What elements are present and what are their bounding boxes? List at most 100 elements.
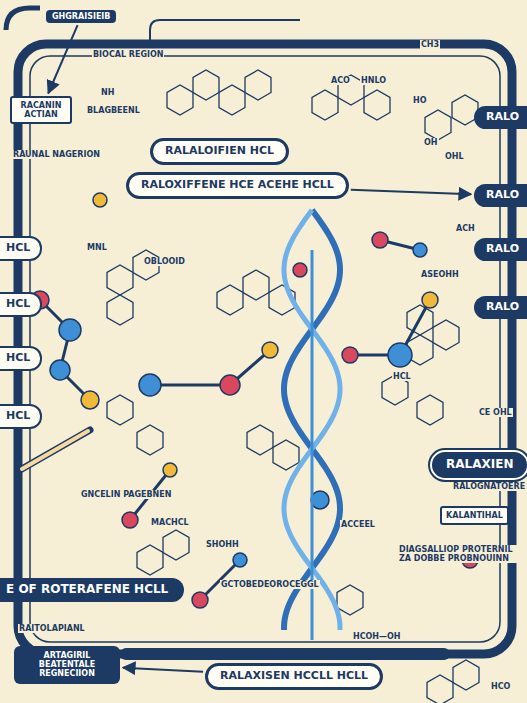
- chem-label: HNLO: [360, 76, 387, 85]
- title-pill: RALALOIFIEN HCL: [150, 138, 289, 165]
- benzene-ring: [137, 545, 163, 575]
- text-box: ARTAGIRIL BEATENTALE REGNECIION: [14, 646, 120, 684]
- node-text: RALO: [486, 111, 519, 124]
- atom: [192, 592, 208, 608]
- chem-label: ASEOHH: [420, 270, 460, 279]
- benzene-ring: [433, 320, 459, 350]
- atom: [93, 193, 107, 207]
- node-text: RALAXISEN HCCLL HCLL: [220, 670, 368, 683]
- node-text: RACANIN ACTIAN: [16, 101, 66, 119]
- text-box: KALANTIHAL: [440, 506, 509, 525]
- node-text: E OF ROTERAFENE HCLL: [6, 583, 168, 597]
- atom: [413, 243, 427, 257]
- chem-label: GCTOBEDEOROCEGGL: [220, 580, 320, 589]
- side-tab: RALO: [474, 296, 527, 319]
- frame-corner: [6, 8, 40, 30]
- chem-label: RAITOLAPIANL: [18, 624, 86, 633]
- node-text: KALANTIHAL: [446, 511, 503, 520]
- chem-label: MACHCL: [150, 518, 190, 527]
- benzene-ring: [167, 85, 193, 115]
- side-tab: HCL: [0, 346, 42, 371]
- chem-label: OHL: [444, 152, 465, 161]
- benzene-ring: [417, 395, 443, 425]
- atom: [81, 391, 99, 409]
- side-tab: RALO: [474, 184, 527, 207]
- side-tab: RALO: [474, 106, 527, 129]
- chem-label: ACCEEL: [340, 520, 376, 529]
- node-text: HCL: [6, 298, 30, 311]
- node-text: RALAXIEN: [446, 458, 513, 472]
- node-text: GHGRAISIEIB: [52, 12, 110, 21]
- chem-label: RAUNAL NAGERION: [12, 150, 101, 159]
- chem-label: NH: [100, 88, 115, 97]
- atom: [139, 374, 161, 396]
- atom: [372, 232, 388, 248]
- atom: [59, 319, 81, 341]
- benzene-ring: [163, 530, 189, 560]
- molecule-rings: [107, 70, 479, 703]
- side-tab: HCL: [0, 404, 42, 429]
- chem-label: GNCELIN PAGEBNEN: [80, 490, 172, 499]
- chem-label: BIOCAL REGION: [92, 50, 164, 59]
- node-text: ARTAGIRIL BEATENTALE REGNECIION: [20, 651, 114, 679]
- chem-label: CE OHL: [478, 408, 513, 417]
- atom: [293, 263, 307, 277]
- atom: [388, 343, 412, 367]
- chem-label: SHOHH: [205, 540, 240, 549]
- benzene-ring: [137, 425, 163, 455]
- side-tab: RALO: [474, 238, 527, 261]
- benzene-ring: [453, 660, 479, 690]
- node-text: HCL: [6, 242, 30, 255]
- title-band: E OF ROTERAFENE HCLL: [0, 578, 184, 602]
- title-pill: RALOXIFFENE HCE ACEHE HCLL: [126, 172, 349, 199]
- header-tag: GHGRAISIEIB: [46, 10, 116, 23]
- benzene-ring: [107, 395, 133, 425]
- node-text: RALO: [486, 301, 519, 314]
- chem-label: HCO: [490, 682, 511, 691]
- atom: [311, 491, 329, 509]
- benzene-ring: [217, 285, 243, 315]
- leader: [150, 20, 300, 40]
- atom: [220, 375, 240, 395]
- benzene-ring: [107, 295, 133, 325]
- atom: [342, 347, 358, 363]
- chem-label: OBLOOID: [143, 257, 186, 266]
- chem-label: BLAGBEENL: [86, 106, 141, 115]
- bottom-bar: [120, 648, 450, 660]
- chem-label: HCL: [392, 372, 412, 381]
- benzene-ring: [427, 675, 453, 703]
- title-pill: RALAXISEN HCCLL HCLL: [205, 663, 383, 690]
- label-pill: RALAXIEN: [430, 450, 527, 480]
- atom: [262, 342, 278, 358]
- benzene-ring: [337, 585, 363, 615]
- benzene-ring: [425, 110, 451, 140]
- text-box: RACANIN ACTIAN: [10, 96, 72, 124]
- atom: [163, 463, 177, 477]
- chem-label: RALOGNATOERE: [452, 482, 526, 491]
- atom: [422, 292, 438, 308]
- benzene-ring: [245, 70, 271, 100]
- bond: [150, 384, 230, 387]
- side-tab: HCL: [0, 236, 42, 261]
- chem-label: OH: [423, 138, 439, 147]
- node-text: RALO: [486, 189, 519, 202]
- benzene-ring: [219, 85, 245, 115]
- chem-label: MNL: [86, 243, 108, 252]
- benzene-ring: [193, 70, 219, 100]
- chem-label: DIAGSALLIOP PROTERNIL ZA DOBBE PROBNOUIN…: [398, 545, 520, 563]
- node-text: RALOXIFFENE HCE ACEHE HCLL: [141, 179, 334, 192]
- atom: [50, 360, 70, 380]
- chem-label: HO: [412, 96, 428, 105]
- chem-label: CH3: [420, 40, 440, 49]
- benzene-ring: [364, 90, 390, 120]
- atom: [233, 553, 247, 567]
- node-text: RALALOIFIEN HCL: [165, 145, 274, 158]
- benzene-ring: [243, 270, 269, 300]
- chem-label: ACO: [330, 76, 351, 85]
- connector: [48, 25, 77, 93]
- benzene-ring: [273, 440, 299, 470]
- benzene-ring: [107, 265, 133, 295]
- node-text: HCL: [6, 352, 30, 365]
- node-text: RALO: [486, 243, 519, 256]
- connector: [123, 668, 203, 672]
